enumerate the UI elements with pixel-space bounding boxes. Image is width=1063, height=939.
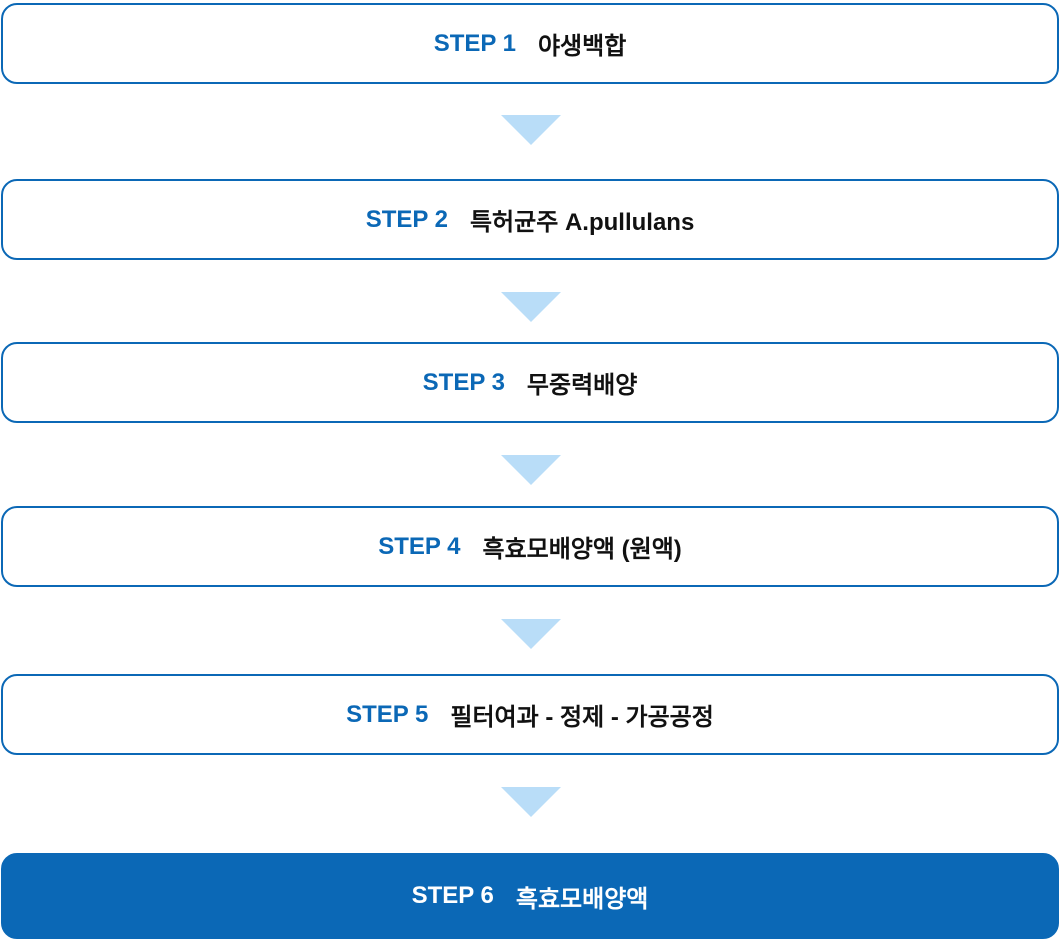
step-1-box: STEP 1 야생백합 bbox=[1, 3, 1059, 84]
down-triangle-icon bbox=[501, 619, 561, 649]
step-3-text: 무중력배양 bbox=[526, 372, 638, 399]
down-triangle-icon bbox=[501, 115, 561, 145]
step-5-text: 필터여과 - 정제 - 가공공정 bbox=[450, 704, 714, 731]
step-1-label: STEP 1 bbox=[433, 29, 516, 57]
down-triangle-icon bbox=[501, 455, 561, 485]
step-6-text: 흑효모배양액 bbox=[515, 885, 649, 913]
step-2-box: STEP 2 특허균주 A.pullulans bbox=[1, 179, 1059, 260]
step-4-text: 흑효모배양액 (원액) bbox=[482, 536, 682, 563]
step-5-box: STEP 5 필터여과 - 정제 - 가공공정 bbox=[1, 674, 1059, 755]
step-2-text: 특허균주 A.pullulans bbox=[469, 209, 695, 236]
step-4-box: STEP 4 흑효모배양액 (원액) bbox=[1, 506, 1059, 587]
step-3-box: STEP 3 무중력배양 bbox=[1, 342, 1059, 423]
down-triangle-icon bbox=[501, 292, 561, 322]
down-triangle-icon bbox=[501, 787, 561, 817]
step-4-label: STEP 4 bbox=[378, 532, 461, 560]
step-1-text: 야생백합 bbox=[537, 33, 627, 60]
step-6-box: STEP 6 흑효모배양액 bbox=[1, 853, 1059, 939]
step-2-label: STEP 2 bbox=[365, 205, 448, 233]
step-6-label: STEP 6 bbox=[411, 882, 494, 909]
step-3-label: STEP 3 bbox=[422, 368, 505, 396]
step-5-label: STEP 5 bbox=[346, 700, 429, 728]
